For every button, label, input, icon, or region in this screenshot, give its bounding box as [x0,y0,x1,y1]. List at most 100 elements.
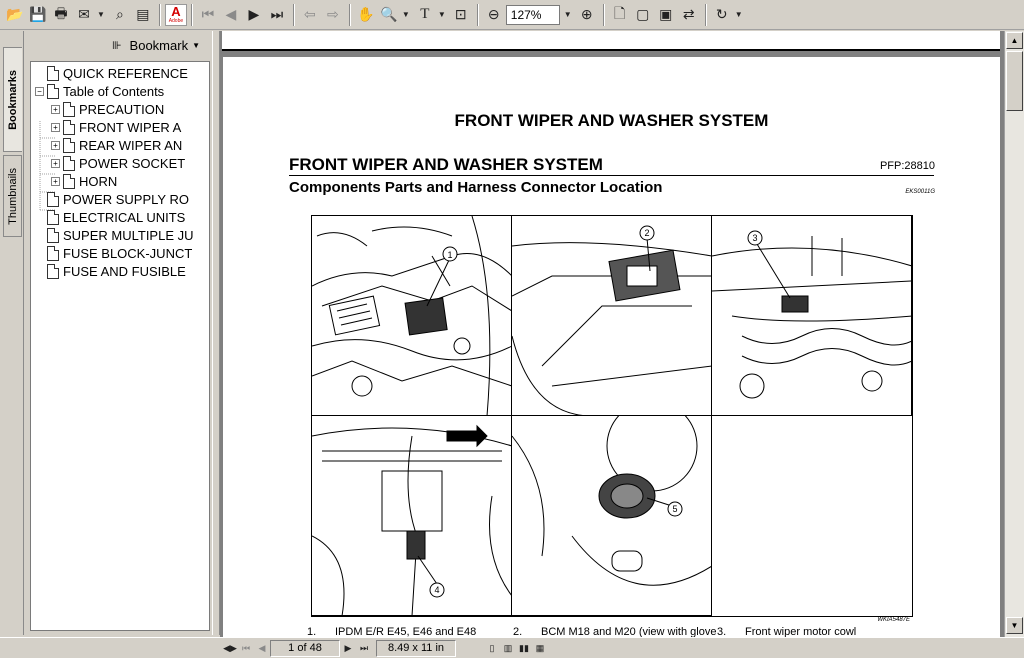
last-page-icon[interactable]: ⏭ [270,6,284,22]
status-bar: ◀▶ ⏮ ◀ 1 of 48 ▶ ⏭ 8.49 x 11 in ▯ ▥ ▮▮ ▦ [0,637,1024,658]
continuous-icon[interactable]: ▥ [503,642,513,653]
chevron-down-icon: ▼ [192,40,200,50]
facing-icon[interactable]: ▮▮ [519,642,529,653]
bookmark-options-icon: ⊪ [111,39,122,52]
expand-icon[interactable]: + [51,104,60,114]
open-icon[interactable]: 📂 [6,6,24,22]
bookmark-label: POWER SUPPLY RO [63,191,189,207]
vertical-scrollbar[interactable]: ▲ ▼ [1004,31,1024,637]
legend-item: 3.Front wiper motor cowl top cover [717,625,865,637]
fit-width-icon[interactable]: ▣ [659,6,673,22]
bookmark-item[interactable]: + PRECAUTION [51,100,164,118]
continuous-facing-icon[interactable]: ▦ [535,642,545,653]
bookmark-item[interactable]: +HORN [51,172,117,190]
tab-bookmarks[interactable]: Bookmarks [3,47,22,152]
bookmark-label: FRONT WIPER A [79,119,182,135]
bookmark-item[interactable]: − Table of Contents [35,82,164,100]
zoom-in-icon[interactable]: ⊕ [580,6,593,22]
tab-thumbnails[interactable]: Thumbnails [3,155,22,237]
email-dropdown-icon[interactable]: ▼ [97,10,105,19]
bookmark-label: FUSE AND FUSIBLE [63,263,186,279]
snapshot-icon[interactable]: ⊡ [454,6,467,22]
first-page-icon[interactable]: ⏮ [201,6,215,22]
bookmark-item[interactable]: FUSE AND FUSIBLE [35,262,186,280]
next-page-icon[interactable]: ▶ [248,6,260,22]
go-back-icon[interactable]: ⇦ [304,6,316,22]
zoom-input[interactable]: 127% [505,4,560,25]
heading-rule [289,175,934,176]
legend-text: IPDM E/R E45, E46 and E48 [335,626,477,637]
page-icon [47,83,59,99]
email-icon[interactable]: ✉ [78,6,90,22]
bookmark-item[interactable]: QUICK REFERENCE [35,64,188,82]
toolbar-separator [292,3,295,26]
scroll-thumb[interactable] [1006,51,1023,111]
status-last-page-icon[interactable]: ⏭ [359,642,369,653]
figure-panel-combination-switch: 5 [512,416,712,616]
bookmark-label: PRECAUTION [79,101,165,117]
expand-icon[interactable]: + [51,176,60,186]
save-icon[interactable]: 💾 [29,6,47,22]
rotate-icon[interactable]: ↻ [715,6,728,22]
bookmark-label: ELECTRICAL UNITS [63,209,186,225]
scroll-up-icon[interactable]: ▲ [1006,32,1023,49]
zoom-tool-icon[interactable]: 🔍 [380,6,398,22]
bookmark-item[interactable]: +POWER SOCKET [51,154,185,172]
callout-3: 3 [752,233,757,243]
zoom-dropdown-icon[interactable]: ▼ [563,10,572,19]
bookmark-label: QUICK REFERENCE [63,65,188,81]
expand-icon[interactable]: + [51,122,60,132]
document-view[interactable]: FRONT WIPER AND WASHER SYSTEM FRONT WIPE… [220,31,1004,637]
hand-tool-icon[interactable]: ✋ [357,6,375,22]
bookmark-label: Table of Contents [63,83,165,99]
rotate-dropdown-icon[interactable]: ▼ [734,10,743,19]
components-figure: 1 2 [311,215,913,617]
reflow-icon[interactable]: ⇄ [682,6,695,22]
bookmark-pane-icon[interactable]: ▤ [136,6,150,22]
callout-4: 4 [434,585,439,595]
text-select-icon[interactable]: T [420,6,430,22]
bookmark-item[interactable]: ELECTRICAL UNITS [35,208,185,226]
print-icon[interactable]: 🖶 [54,4,68,21]
previous-page-icon[interactable]: ◀ [225,6,237,22]
tab-bookmarks-label: Bookmarks [7,69,19,130]
status-scroll-left-icon[interactable]: ◀▶ [223,642,237,653]
zoom-out-icon[interactable]: ⊖ [487,6,500,22]
legend-number: 1. [307,626,317,637]
bookmark-menu-button[interactable]: ⊪ Bookmark ▼ [24,31,212,59]
figure-code: WKIA5487E [877,617,910,623]
text-select-dropdown-icon[interactable]: ▼ [437,10,446,19]
toolbar-separator [190,3,193,26]
legend-item: 1. IPDM E/R E45, E46 and E48 [307,625,525,637]
bookmark-item[interactable]: POWER SUPPLY RO [35,190,189,208]
tab-thumbnails-label: Thumbnails [6,167,19,225]
page-icon [47,191,59,207]
actual-size-icon[interactable]: 🗋 [614,4,626,21]
status-previous-page-icon[interactable]: ◀ [258,642,266,653]
pfp-code: PFP:28810 [879,160,935,172]
search-icon[interactable]: ⌕ [116,6,124,22]
bookmark-item[interactable]: + FRONT WIPER A [51,118,181,136]
bookmark-tree[interactable]: QUICK REFERENCE−Table of Contents+PRECAU… [30,61,210,631]
bookmark-item[interactable]: FUSE BLOCK-JUNCT [35,244,192,262]
go-forward-icon[interactable]: ⇨ [327,6,339,22]
expand-icon[interactable]: + [51,158,60,168]
bookmark-item[interactable]: +REAR WIPER AN [51,136,182,154]
fit-page-icon[interactable]: ▢ [636,6,650,22]
page-number-field[interactable]: 1 of 48 [270,639,340,657]
single-page-icon[interactable]: ▯ [489,642,495,653]
zoom-tool-dropdown-icon[interactable]: ▼ [401,10,410,19]
expand-icon[interactable]: + [51,140,60,150]
legend-number: 2. [513,626,523,637]
toolbar-separator [476,3,479,26]
status-first-page-icon[interactable]: ⏮ [241,642,251,653]
navigation-tab-strip: Bookmarks Thumbnails [0,31,24,635]
status-next-page-icon[interactable]: ▶ [344,642,352,653]
bookmark-item[interactable]: SUPER MULTIPLE JU [35,226,194,244]
collapse-icon[interactable]: − [35,86,44,96]
pane-splitter[interactable] [212,31,220,635]
toolbar-separator [704,3,707,26]
scroll-down-icon[interactable]: ▼ [1006,617,1023,634]
